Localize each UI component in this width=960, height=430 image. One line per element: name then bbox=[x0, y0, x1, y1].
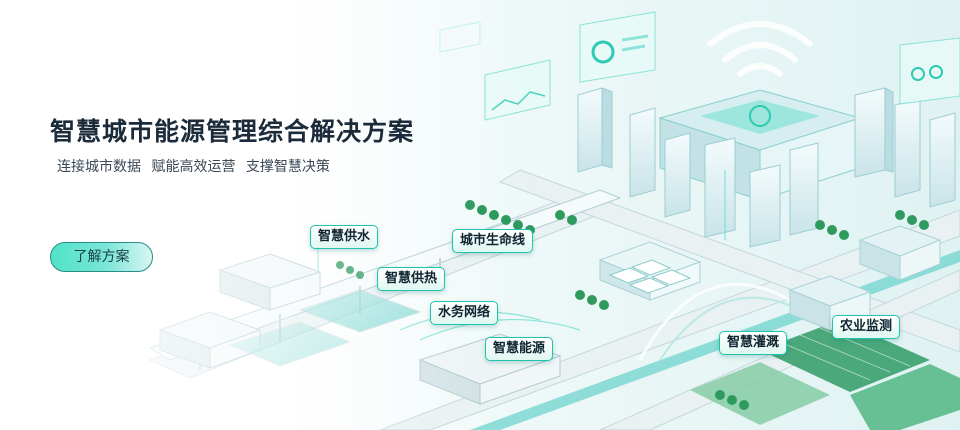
label-water-network: 水务网络 bbox=[430, 301, 499, 325]
label-smart-heating: 智慧供热 bbox=[377, 267, 446, 291]
signal-icon bbox=[707, 21, 813, 77]
learn-solution-button[interactable]: 了解方案 bbox=[50, 242, 153, 272]
label-water-supply: 智慧供水 bbox=[310, 225, 379, 249]
label-city-lifeline: 城市生命线 bbox=[452, 229, 534, 253]
skyscrapers bbox=[577, 87, 956, 248]
farmland bbox=[690, 320, 960, 430]
label-smart-irrigation: 智慧灌溉 bbox=[719, 331, 788, 355]
label-smart-energy: 智慧能源 bbox=[485, 337, 554, 361]
label-agri-monitoring: 农业监测 bbox=[832, 315, 901, 339]
page-title: 智慧城市能源管理综合解决方案 bbox=[50, 117, 415, 146]
hero-subtitle: 连接城市数据 赋能高效运营 支撑智慧决策 bbox=[57, 159, 330, 175]
solar-panels bbox=[608, 259, 692, 294]
